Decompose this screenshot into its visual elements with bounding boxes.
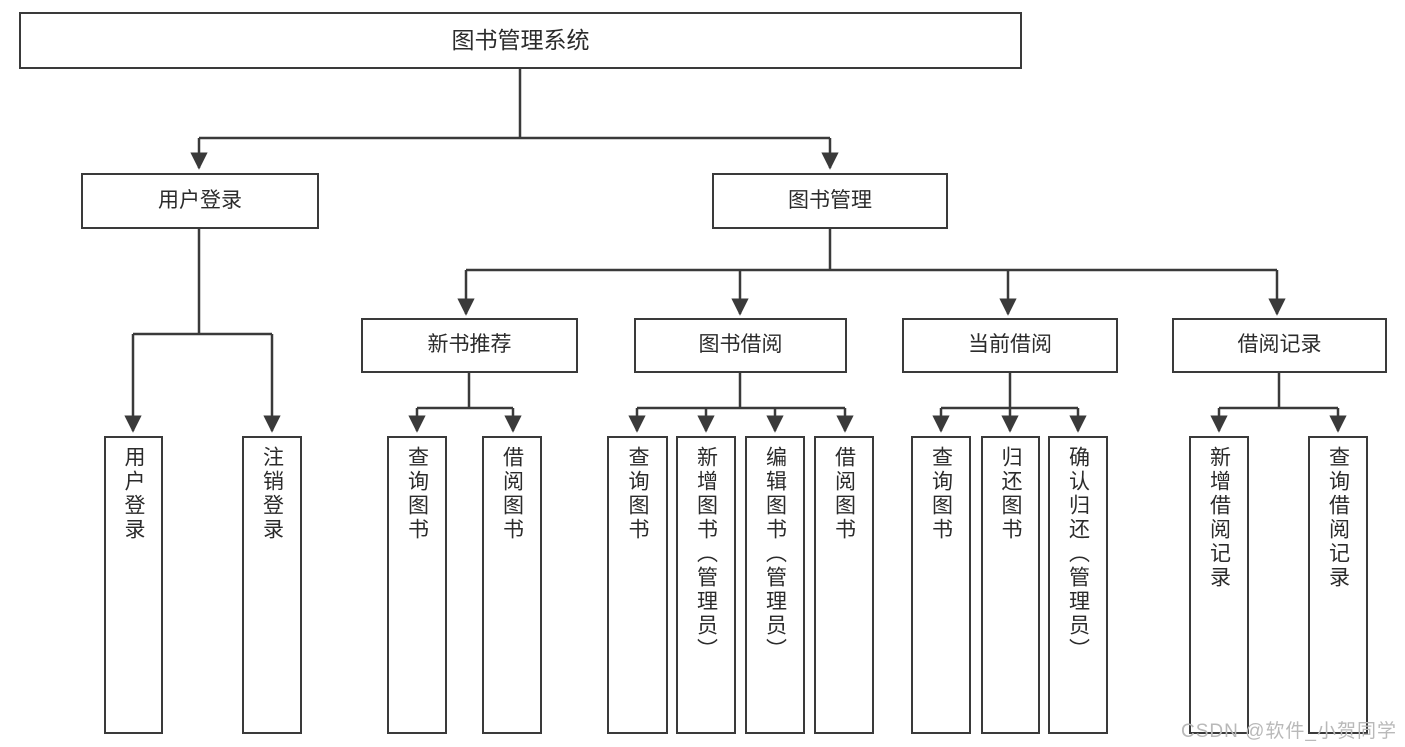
leaf-node[interactable]: 新增借阅记录 <box>1189 436 1249 734</box>
node-label: 新增图书（管理员） <box>694 446 718 662</box>
node-label: 查询图书 <box>405 446 429 542</box>
node-borrow-record[interactable]: 借阅记录 <box>1172 318 1387 373</box>
node-label: 新书推荐 <box>427 333 512 357</box>
leaf-node[interactable]: 查询图书 <box>387 436 447 734</box>
node-root-system[interactable]: 图书管理系统 <box>19 12 1022 69</box>
node-label: 用户登录 <box>158 188 242 212</box>
leaf-node[interactable]: 新增图书（管理员） <box>676 436 736 734</box>
leaf-node[interactable]: 用户登录 <box>104 436 163 734</box>
node-label: 用户登录 <box>122 446 145 542</box>
leaf-node[interactable]: 编辑图书（管理员） <box>745 436 805 734</box>
node-label: 图书借阅 <box>698 333 783 357</box>
leaf-node[interactable]: 注销登录 <box>242 436 302 734</box>
node-label: 借阅图书 <box>832 446 856 542</box>
node-label: 新增借阅记录 <box>1207 446 1231 590</box>
watermark-text: CSDN @软件_小贺同学 <box>1181 721 1397 742</box>
node-label: 查询图书 <box>929 446 953 542</box>
node-label: 编辑图书（管理员） <box>763 446 787 662</box>
leaf-node[interactable]: 查询图书 <box>607 436 668 734</box>
node-label: 图书管理系统 <box>451 26 590 53</box>
node-current-borrow[interactable]: 当前借阅 <box>902 318 1118 373</box>
leaf-node[interactable]: 借阅图书 <box>814 436 874 734</box>
leaf-node[interactable]: 归还图书 <box>981 436 1040 734</box>
leaf-node[interactable]: 借阅图书 <box>482 436 542 734</box>
node-label: 当前借阅 <box>968 333 1052 357</box>
leaf-node[interactable]: 查询借阅记录 <box>1308 436 1368 734</box>
node-new-book-recommend[interactable]: 新书推荐 <box>361 318 578 373</box>
node-label: 借阅图书 <box>500 446 524 542</box>
leaf-node[interactable]: 查询图书 <box>911 436 971 734</box>
node-label: 借阅记录 <box>1237 333 1322 357</box>
node-label: 归还图书 <box>999 446 1022 542</box>
node-label: 确认归还（管理员） <box>1066 446 1090 662</box>
node-label: 注销登录 <box>260 446 284 542</box>
node-user-login[interactable]: 用户登录 <box>81 173 319 229</box>
node-label: 查询图书 <box>626 446 649 542</box>
node-label: 查询借阅记录 <box>1326 446 1350 590</box>
node-book-management[interactable]: 图书管理 <box>712 173 948 229</box>
leaf-node[interactable]: 确认归还（管理员） <box>1048 436 1108 734</box>
node-book-borrow[interactable]: 图书借阅 <box>634 318 847 373</box>
node-label: 图书管理 <box>788 188 872 212</box>
